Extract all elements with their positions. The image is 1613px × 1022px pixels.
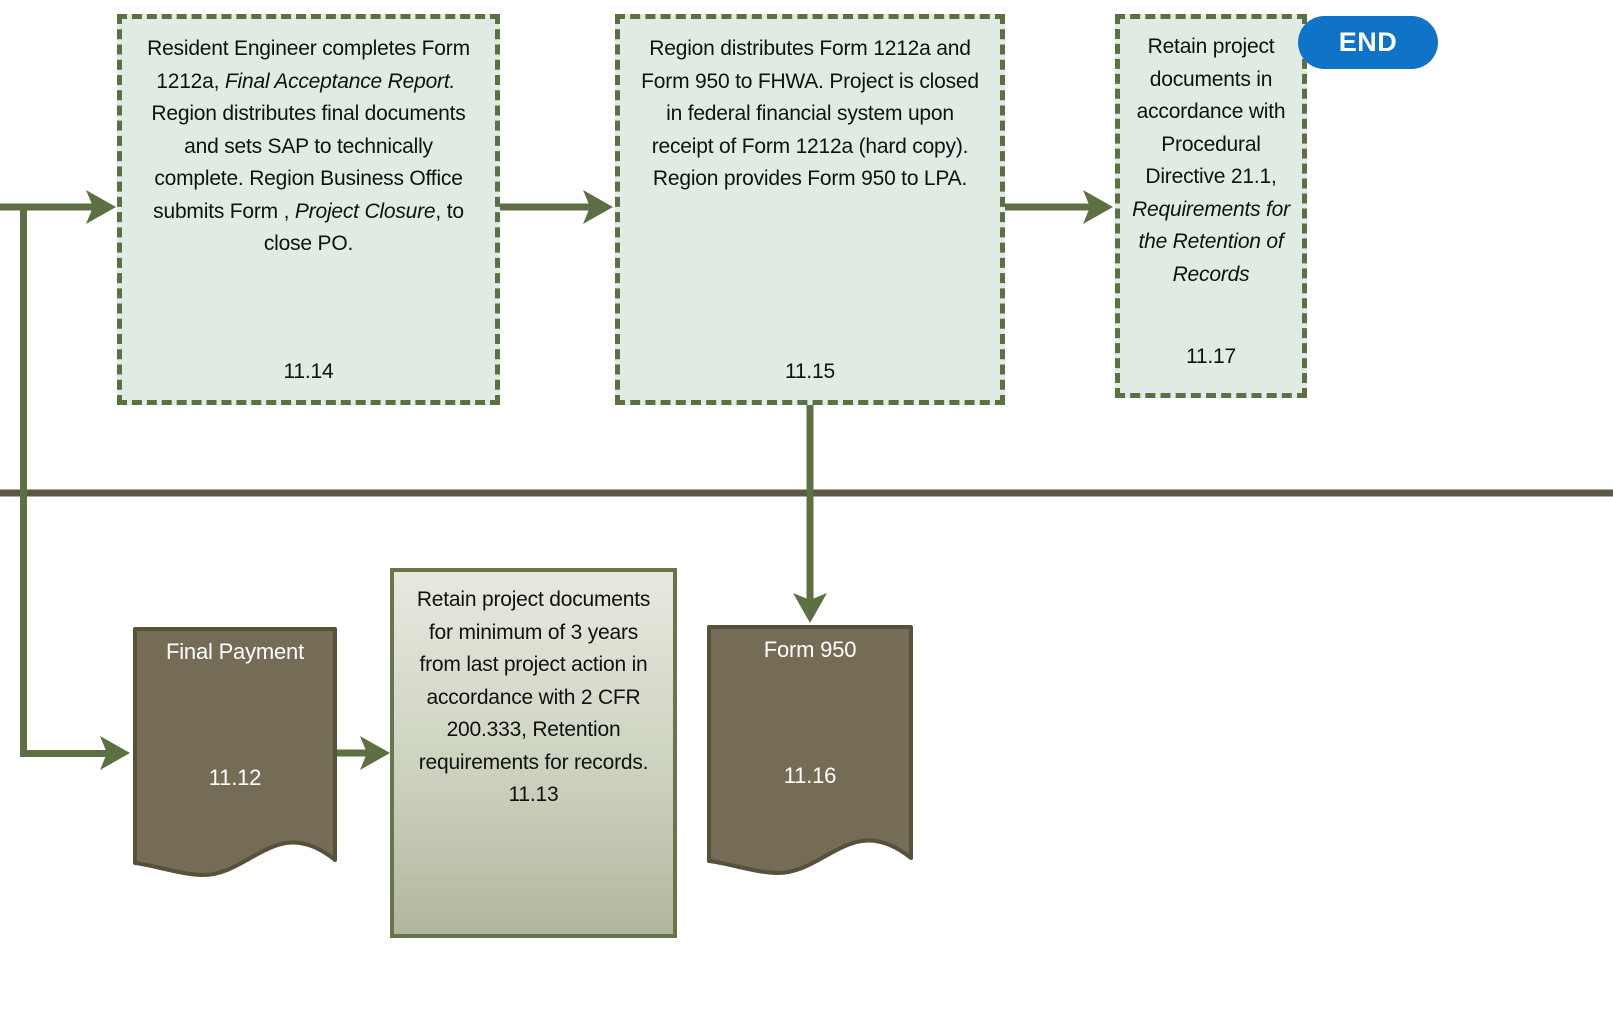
process-box-11-15-step-number: 11.15 [785, 360, 835, 383]
document-form-950-shape [707, 625, 913, 876]
arrow-branch-to-final-payment-shaft [20, 203, 107, 757]
arrow-left-edge-to-11-14-head [86, 190, 116, 224]
note-box-11-13: Retain project documents for minimum of … [390, 568, 677, 938]
document-final-payment: Final Payment 11.12 [133, 627, 337, 879]
process-box-11-15: Region distributes Form 1212a and Form 9… [615, 14, 1005, 405]
arrow-11-14-to-11-15-head [583, 190, 613, 224]
process-box-11-17: Retain project documents in accordance w… [1115, 14, 1307, 398]
process-box-11-17-text: Retain project documents in accordance w… [1132, 35, 1290, 286]
arrow-final-payment-to-11-13-head [360, 736, 390, 770]
process-box-11-17-step-number: 11.17 [1186, 345, 1236, 368]
arrow-branch-to-final-payment-head [100, 736, 130, 770]
end-terminator-badge: END [1298, 16, 1438, 69]
note-box-11-13-text: Retain project documents for minimum of … [416, 588, 651, 774]
document-final-payment-shape [133, 627, 337, 878]
arrow-11-15-to-11-17-head [1083, 190, 1113, 224]
note-box-11-13-step-number: 11.13 [508, 783, 559, 807]
document-form-950: Form 950 11.16 [707, 625, 913, 877]
arrow-11-15-to-form-950-head [793, 593, 827, 623]
process-box-11-15-text: Region distributes Form 1212a and Form 9… [641, 37, 979, 191]
document-final-payment-step-number: 11.12 [208, 765, 262, 790]
process-box-11-14-step-number: 11.14 [283, 360, 334, 383]
document-final-payment-title: Final Payment [165, 639, 304, 664]
process-box-11-14-text: Resident Engineer completes Form 1212a, … [147, 37, 470, 256]
document-form-950-step-number: 11.16 [783, 763, 837, 788]
process-box-11-14: Resident Engineer completes Form 1212a, … [117, 14, 500, 405]
document-form-950-title: Form 950 [763, 637, 857, 662]
